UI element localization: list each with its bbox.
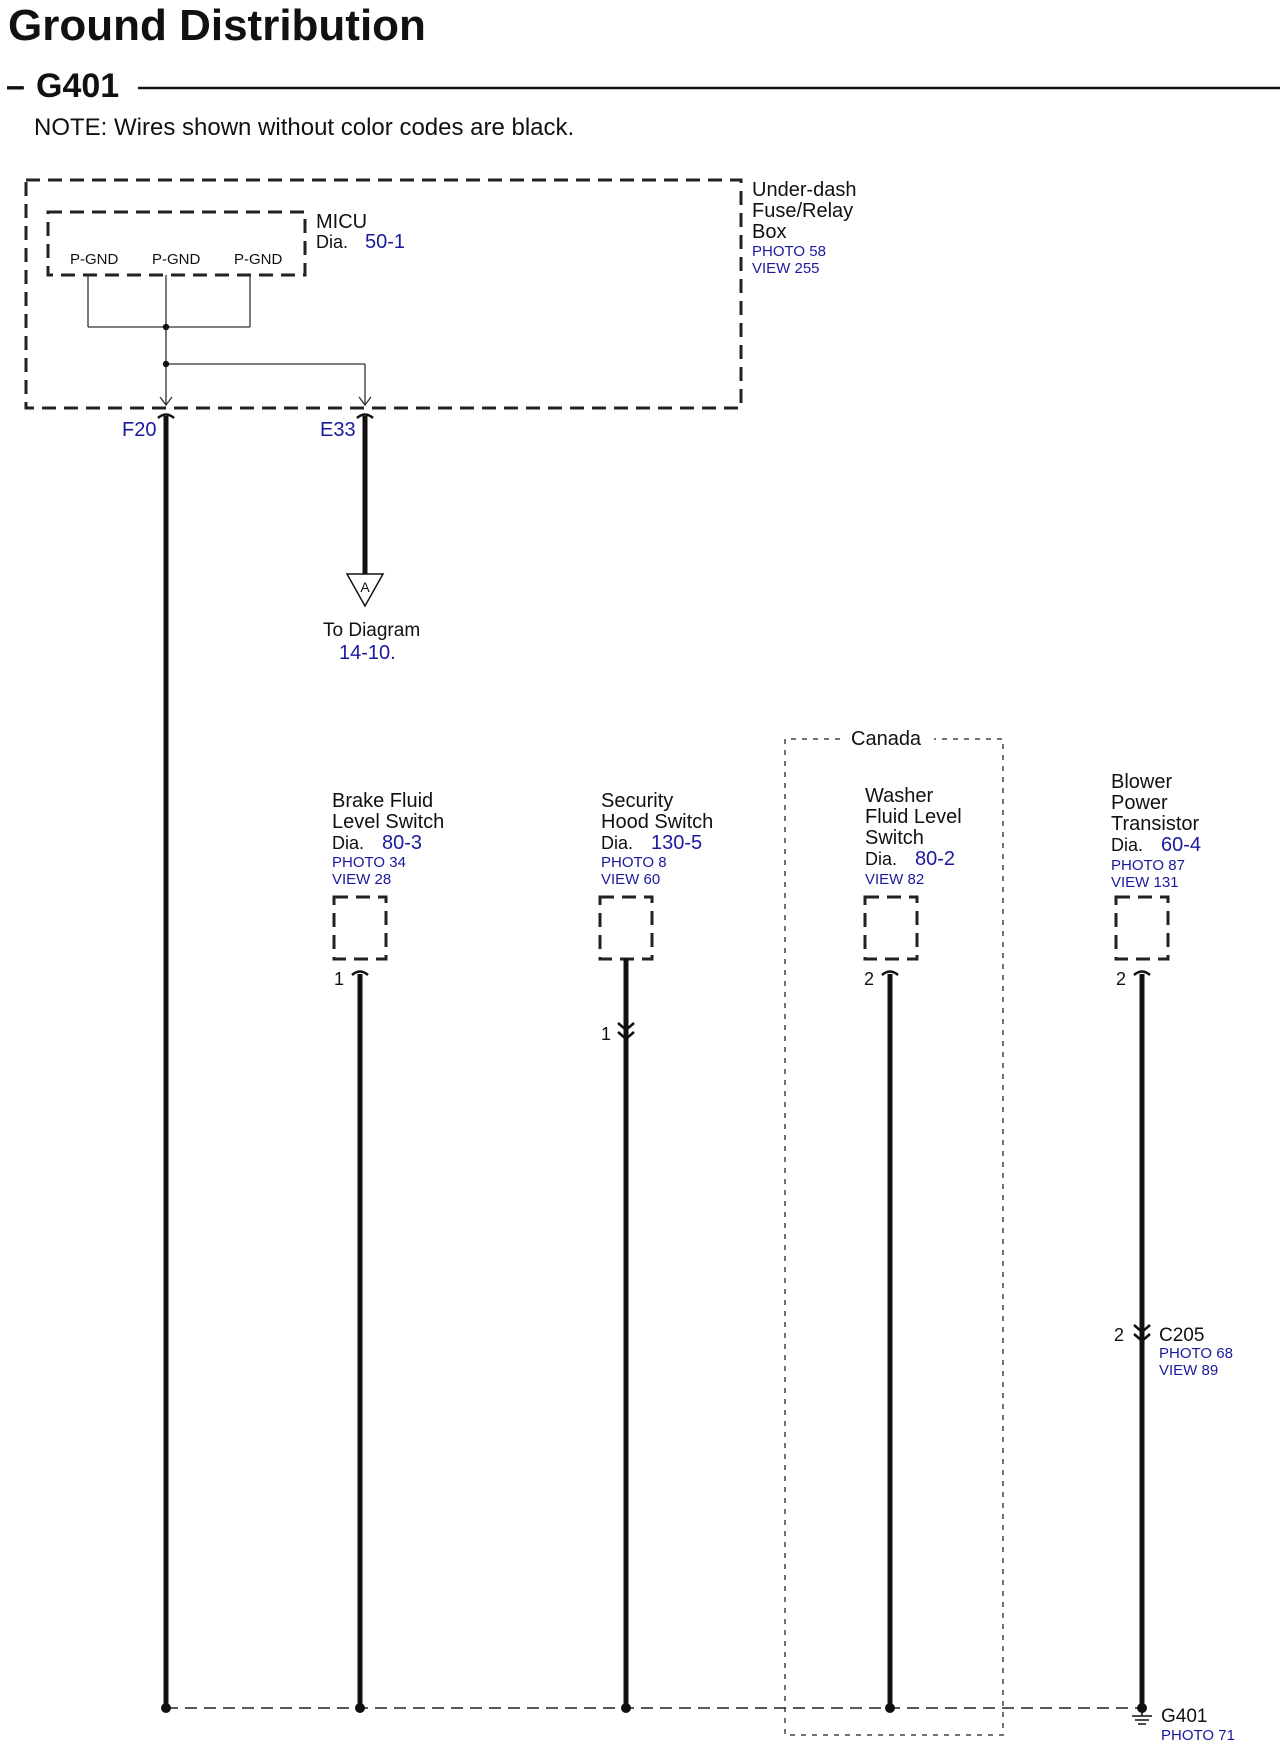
section-dash: –	[6, 67, 25, 105]
component-label: Brake Fluid	[332, 790, 433, 812]
connector-a-triangle	[345, 573, 385, 608]
f20-label: F20	[122, 419, 156, 441]
micu-internal-wiring	[87, 275, 372, 407]
ground-point-photo: PHOTO 71	[1161, 1727, 1235, 1744]
ground-icon	[1132, 1708, 1152, 1725]
component-dia-label: Dia.	[865, 849, 897, 869]
brake-fluid-level-switch: Brake Fluid Level Switch Dia. 80-3 PHOTO…	[332, 790, 444, 1705]
page-title: Ground Distribution	[8, 1, 426, 50]
component-photo: PHOTO 8	[601, 854, 667, 871]
micu-name: MICU	[316, 211, 367, 233]
security-hood-switch: Security Hood Switch Dia. 130-5 PHOTO 8 …	[598, 790, 713, 1705]
component-label: Security	[601, 790, 673, 812]
color-code-note: NOTE: Wires shown without color codes ar…	[34, 114, 574, 141]
f20-terminal	[157, 413, 175, 419]
component-pin: 2	[864, 969, 874, 989]
component-label: Washer	[865, 785, 934, 807]
fusebox-label-2: Fuse/Relay	[752, 200, 853, 222]
component-dia-ref: 80-3	[382, 832, 422, 854]
component-label: Power	[1111, 792, 1168, 814]
to-diagram-label: To Diagram	[323, 620, 420, 641]
inline-connector-pin: 1	[601, 1024, 611, 1044]
component-box	[1114, 895, 1170, 961]
fusebox-label-1: Under-dash	[752, 179, 857, 201]
washer-fluid-level-switch: Washer Fluid Level Switch Dia. 80-2 VIEW…	[863, 785, 962, 1705]
component-box	[863, 895, 919, 961]
component-dia-ref: 60-4	[1161, 834, 1201, 856]
canada-region	[784, 738, 1004, 1736]
component-label: Switch	[865, 827, 924, 849]
component-photo: PHOTO 34	[332, 854, 406, 871]
fusebox-photo: PHOTO 58	[752, 243, 826, 260]
ground-point-name: G401	[1161, 1706, 1207, 1727]
micu-pin-3: P-GND	[234, 251, 283, 268]
component-dia-label: Dia.	[332, 833, 364, 853]
section-title: G401	[36, 67, 119, 105]
component-dia-label: Dia.	[601, 833, 633, 853]
blower-power-transistor: Blower Power Transistor Dia. 60-4 PHOTO …	[1111, 771, 1201, 1705]
inline-connector-symbol	[617, 1022, 635, 1041]
component-view: VIEW 60	[601, 871, 660, 888]
component-view: VIEW 131	[1111, 874, 1179, 891]
micu-dia-label: Dia.	[316, 232, 348, 252]
c205-name: C205	[1159, 1325, 1204, 1346]
e33-label: E33	[320, 419, 356, 441]
component-box	[332, 895, 388, 961]
component-box	[598, 895, 654, 961]
fusebox-label-3: Box	[752, 221, 786, 243]
to-diagram-link[interactable]: 14-10.	[339, 642, 396, 664]
component-view: VIEW 28	[332, 871, 391, 888]
micu-box	[46, 210, 307, 277]
c205-photo: PHOTO 68	[1159, 1345, 1233, 1362]
c205-view: VIEW 89	[1159, 1362, 1218, 1379]
component-dia-label: Dia.	[1111, 835, 1143, 855]
pin-terminal	[1133, 970, 1151, 976]
fuse-relay-box	[24, 178, 743, 410]
micu-dia-ref: 50-1	[365, 231, 405, 253]
component-pin: 1	[334, 969, 344, 989]
pin-terminal	[351, 970, 369, 976]
component-pin: 2	[1116, 969, 1126, 989]
canada-label: Canada	[851, 728, 922, 750]
c205-pin: 2	[1114, 1325, 1124, 1345]
component-dia-ref: 130-5	[651, 832, 702, 854]
component-view: VIEW 82	[865, 871, 924, 888]
component-photo: PHOTO 87	[1111, 857, 1185, 874]
c205-connector-symbol	[1133, 1324, 1151, 1343]
e33-terminal	[356, 413, 374, 419]
fusebox-view: VIEW 255	[752, 260, 820, 277]
component-label: Hood Switch	[601, 811, 713, 833]
component-label: Fluid Level	[865, 806, 962, 828]
component-dia-ref: 80-2	[915, 848, 955, 870]
micu-pin-1: P-GND	[70, 251, 119, 268]
component-label: Transistor	[1111, 813, 1200, 835]
component-label: Level Switch	[332, 811, 444, 833]
component-label: Blower	[1111, 771, 1172, 793]
pin-terminal	[881, 970, 899, 976]
splice-dots	[161, 1703, 1147, 1713]
connector-a-letter: A	[360, 579, 370, 595]
micu-pin-2: P-GND	[152, 251, 201, 268]
